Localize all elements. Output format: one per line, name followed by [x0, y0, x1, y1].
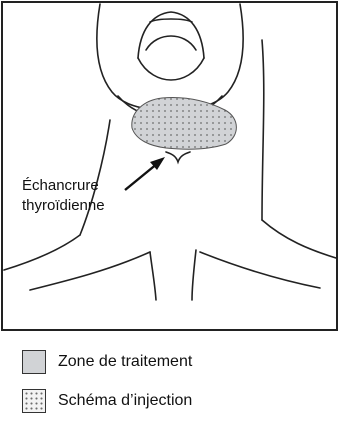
annotation-line-2: thyroïdienne: [22, 197, 105, 214]
neck-diagram: Échancrure thyroïdienne: [0, 0, 340, 335]
legend-label: Schéma d’injection: [58, 392, 192, 410]
thyroid-notch-mark: [166, 152, 190, 162]
neck-outline: [4, 40, 336, 300]
legend-item-injection-pattern: Schéma d’injection: [22, 389, 192, 413]
annotation-arrow: [125, 157, 165, 190]
legend-item-treatment-zone: Zone de traitement: [22, 350, 192, 374]
injection-pattern-swatch: [22, 389, 46, 413]
annotation-line-1: Échancrure: [22, 177, 99, 194]
treatment-zone: [132, 98, 237, 150]
legend-label: Zone de traitement: [58, 353, 192, 371]
treatment-zone-swatch: [22, 350, 46, 374]
